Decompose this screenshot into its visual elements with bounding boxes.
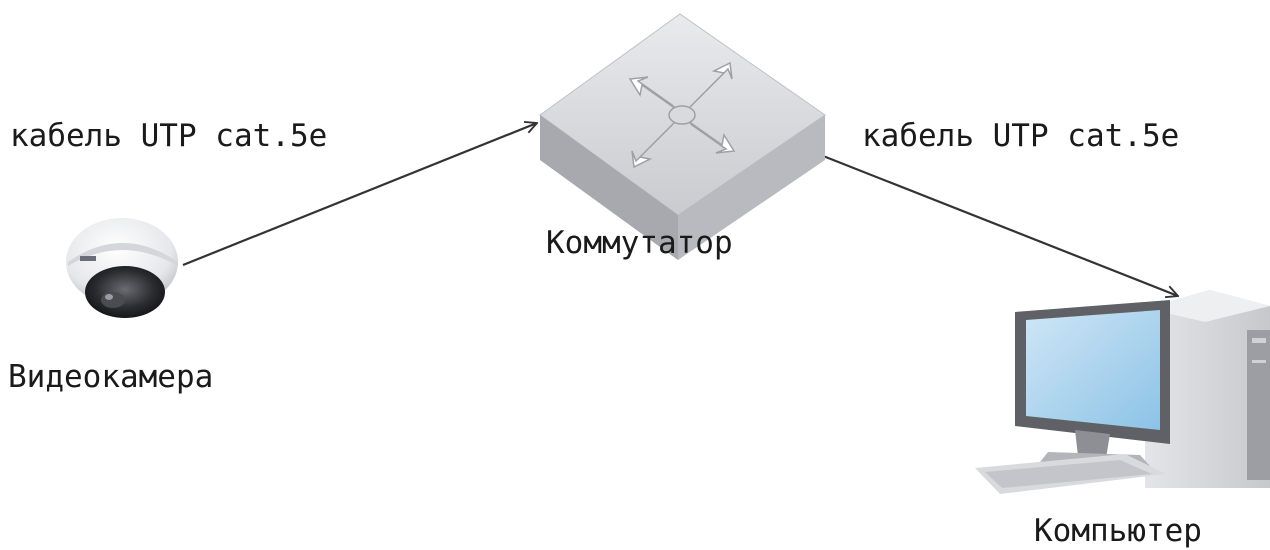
computer-label: Компьютер	[1034, 513, 1202, 549]
cable-label-left: кабель UTP cat.5e	[10, 118, 327, 154]
cable-switch-to-computer	[812, 150, 1178, 296]
dome-camera-icon	[66, 218, 178, 318]
cable-label-right: кабель UTP cat.5e	[862, 118, 1179, 154]
camera-label: Видеокамера	[8, 359, 213, 395]
switch-label: Коммутатор	[546, 225, 733, 261]
cable-camera-to-switch	[182, 123, 537, 267]
desktop-computer-icon	[975, 290, 1270, 494]
network-switch-icon	[539, 13, 826, 260]
